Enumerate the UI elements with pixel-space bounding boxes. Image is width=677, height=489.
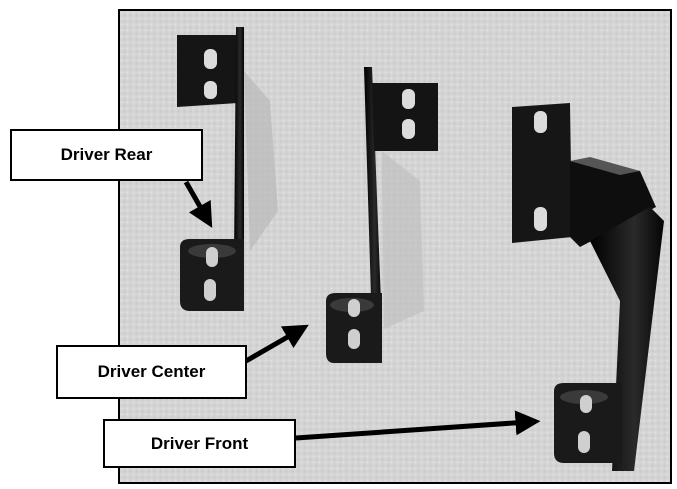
driver-front-bracket (512, 103, 664, 471)
driver-rear-label: Driver Rear (10, 129, 203, 181)
driver-rear-bracket (177, 27, 278, 311)
driver-center-label: Driver Center (56, 345, 247, 399)
driver-center-bracket (326, 67, 438, 363)
bracket-photo (118, 9, 672, 484)
driver-front-label: Driver Front (103, 419, 296, 468)
